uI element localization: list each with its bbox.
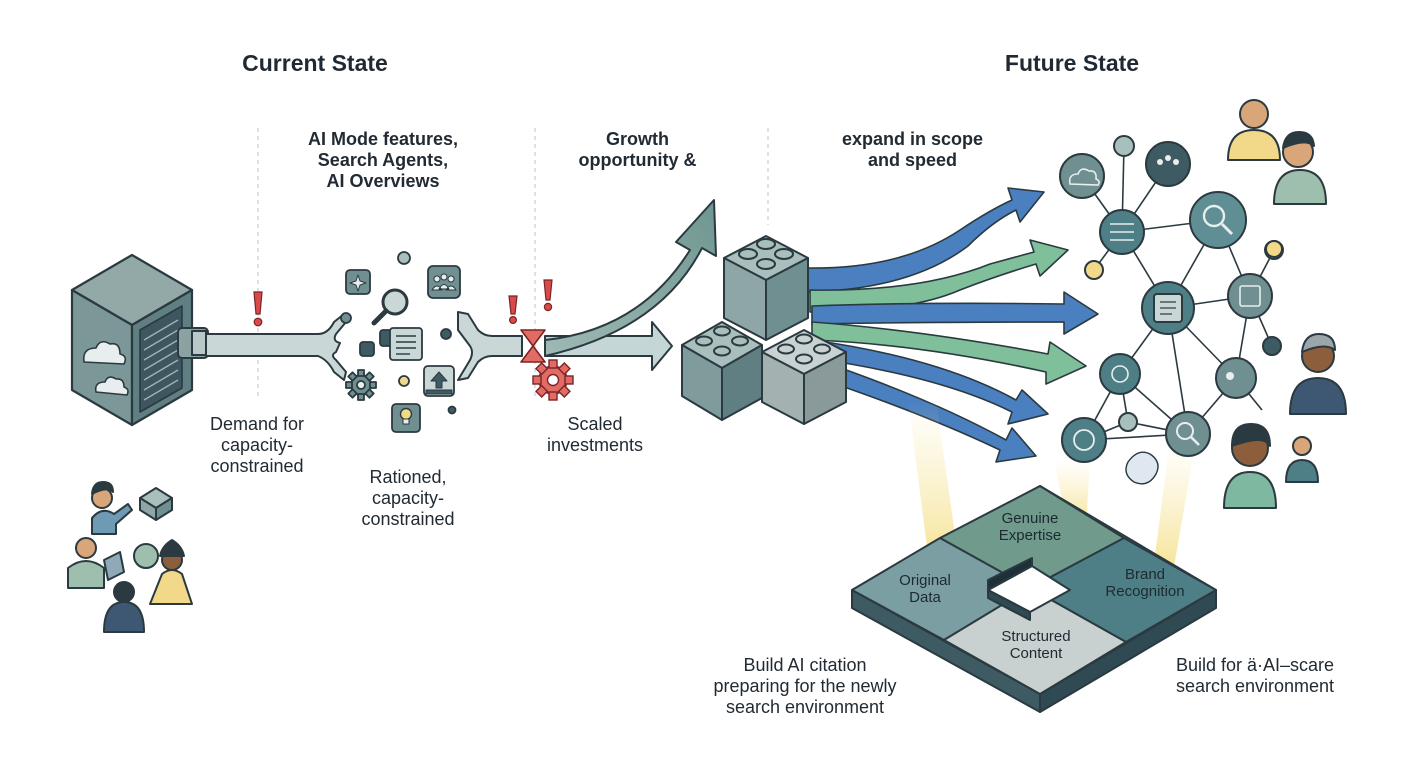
person-icon [1265, 240, 1283, 258]
sparkle-icon [349, 274, 367, 292]
feature-icon-cluster [340, 251, 461, 433]
puzzle-brand-recognition: Brand Recognition [1105, 566, 1185, 600]
expand-label: expand in scope and speed [841, 129, 984, 170]
person-icon [1273, 131, 1327, 205]
exclamation-icon [253, 291, 263, 327]
server-icon [70, 253, 194, 427]
exclamation-icon [508, 279, 553, 325]
puzzle-structured-content: Structured Content [1001, 628, 1071, 662]
lego-block-icon [681, 321, 763, 421]
search-icon [371, 288, 409, 326]
hourglass-icon [520, 329, 546, 363]
rationed-label: Rationed, capacity- constrained [361, 467, 455, 529]
gear-icon [532, 359, 574, 401]
person-icon [1223, 423, 1277, 509]
growth-arrow [544, 199, 717, 357]
network-node-icon [1059, 135, 1284, 485]
person-icon [1227, 99, 1281, 161]
search-icon [1202, 204, 1234, 236]
growth-label: Growth opportunity & [578, 129, 697, 170]
scaled-label: Scaled investments [546, 414, 644, 455]
cloud-icon [82, 340, 127, 365]
gear-icon [345, 369, 377, 401]
straight-arrow [544, 321, 673, 371]
puzzle-original-data: Original Data [899, 572, 951, 606]
flow-arrows [804, 187, 1099, 463]
cloud-icon [94, 376, 129, 396]
search-icon [1176, 422, 1200, 446]
ai-features-label: AI Mode features, Search Agents, AI Over… [307, 129, 459, 191]
person-icon [1285, 436, 1319, 483]
lightbulb-icon [399, 407, 413, 425]
demand-label: Demand for capacity- constrained [209, 414, 305, 476]
cloud-icon [1068, 168, 1100, 186]
future-state-header: Future State [1004, 50, 1140, 76]
current-state-header: Current State [242, 50, 388, 76]
lego-block-icon [723, 235, 809, 341]
person-icon [1289, 333, 1347, 415]
people-group [67, 481, 193, 633]
lego-block-icon [761, 329, 847, 425]
puzzle-genuine-expertise: Genuine Expertise [998, 510, 1062, 544]
puzzle-platform [851, 485, 1217, 713]
middle-pipe [457, 311, 523, 381]
build-left-label: Build AI citation preparing for the newl… [713, 655, 897, 717]
lego-block-icon [139, 487, 173, 521]
build-right-label: Build for ä·AI–scare search environment [1175, 655, 1335, 696]
document-icon [396, 335, 416, 355]
input-pipe [177, 313, 347, 381]
people-icon [431, 273, 457, 291]
